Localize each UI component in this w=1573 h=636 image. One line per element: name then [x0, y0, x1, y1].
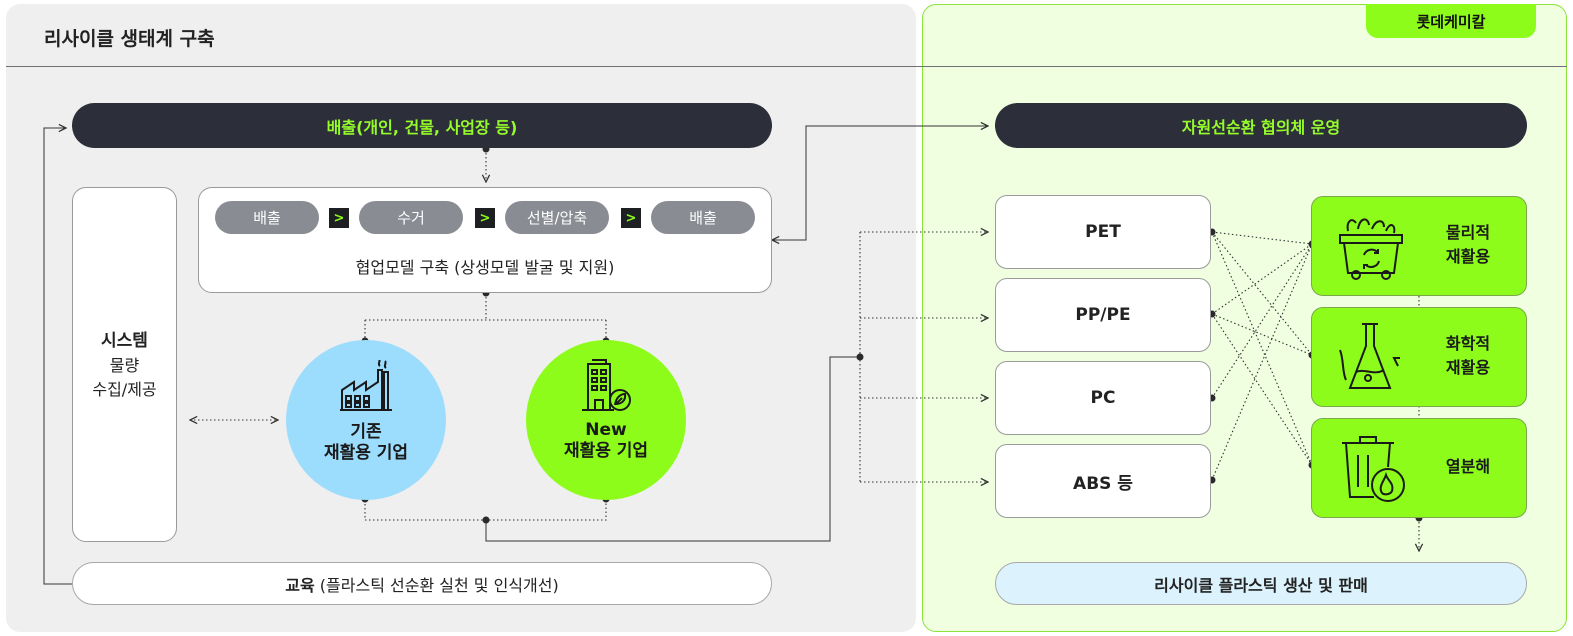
factory-icon — [340, 360, 392, 411]
chemical-recycling-box: 화학적 재활용 — [1311, 307, 1527, 407]
material-pet: PET — [995, 195, 1211, 269]
education-bar: 교육 (플라스틱 선순환 실천 및 인식개선) — [72, 562, 772, 605]
flask-icon — [1339, 323, 1400, 389]
material-pp-pe: PP/PE — [995, 278, 1211, 352]
fire-bin-icon — [1342, 436, 1405, 502]
final-output-bar: 리사이클 플라스틱 생산 및 판매 — [995, 562, 1527, 605]
step-sorting: 선별/압축 — [505, 201, 609, 234]
step-emission-2: 배출 — [651, 201, 755, 234]
physical-recycling-box: 물리적 재활용 — [1311, 196, 1527, 296]
collab-model-box: 배출 > 수거 > 선별/압축 > 배출 협업모델 구축 (상생모델 발굴 및 … — [198, 187, 772, 293]
education-bold: 교육 — [285, 575, 315, 595]
step-arrow: > — [621, 208, 641, 228]
system-line1: 물량 — [109, 355, 140, 375]
existing-recycler-circle: 기존 재활용 기업 — [286, 340, 446, 500]
recycle-bin-icon — [1339, 218, 1403, 280]
step-arrow: > — [475, 208, 495, 228]
collab-model-label: 협업모델 구축 (상생모델 발굴 및 지원) — [355, 258, 615, 277]
physical-line2: 재활용 — [1445, 247, 1491, 266]
building-leaf-icon — [582, 359, 631, 411]
material-abs: ABS 등 — [995, 444, 1211, 518]
step-arrow: > — [329, 208, 349, 228]
new-line1: New — [585, 420, 627, 440]
step-collection: 수거 — [359, 201, 463, 234]
pyrolysis-line1: 열분해 — [1445, 457, 1491, 476]
existing-line2: 재활용 기업 — [323, 443, 409, 463]
system-line2: 수집/제공 — [92, 379, 157, 399]
emission-bar: 배출(개인, 건물, 사업장 등) — [72, 103, 772, 148]
education-rest: (플라스틱 선순환 실천 및 인식개선) — [314, 575, 559, 595]
chemical-line2: 재활용 — [1445, 358, 1491, 377]
material-pc: PC — [995, 361, 1211, 435]
physical-line1: 물리적 — [1445, 223, 1491, 242]
header-divider — [6, 66, 1567, 67]
existing-line1: 기존 — [350, 422, 382, 442]
new-line2: 재활용 기업 — [563, 441, 649, 461]
council-bar: 자원선순환 협의체 운영 — [995, 103, 1527, 148]
new-recycler-circle: New 재활용 기업 — [526, 340, 686, 500]
pyrolysis-box: 열분해 — [1311, 418, 1527, 518]
system-box: 시스템 물량 수집/제공 — [72, 187, 177, 542]
page-title: 리사이클 생태계 구축 — [44, 28, 215, 50]
chemical-line1: 화학적 — [1445, 334, 1491, 353]
step-emission: 배출 — [215, 201, 319, 234]
system-title: 시스템 — [101, 330, 148, 351]
brand-tag: 롯데케미칼 — [1366, 4, 1536, 38]
